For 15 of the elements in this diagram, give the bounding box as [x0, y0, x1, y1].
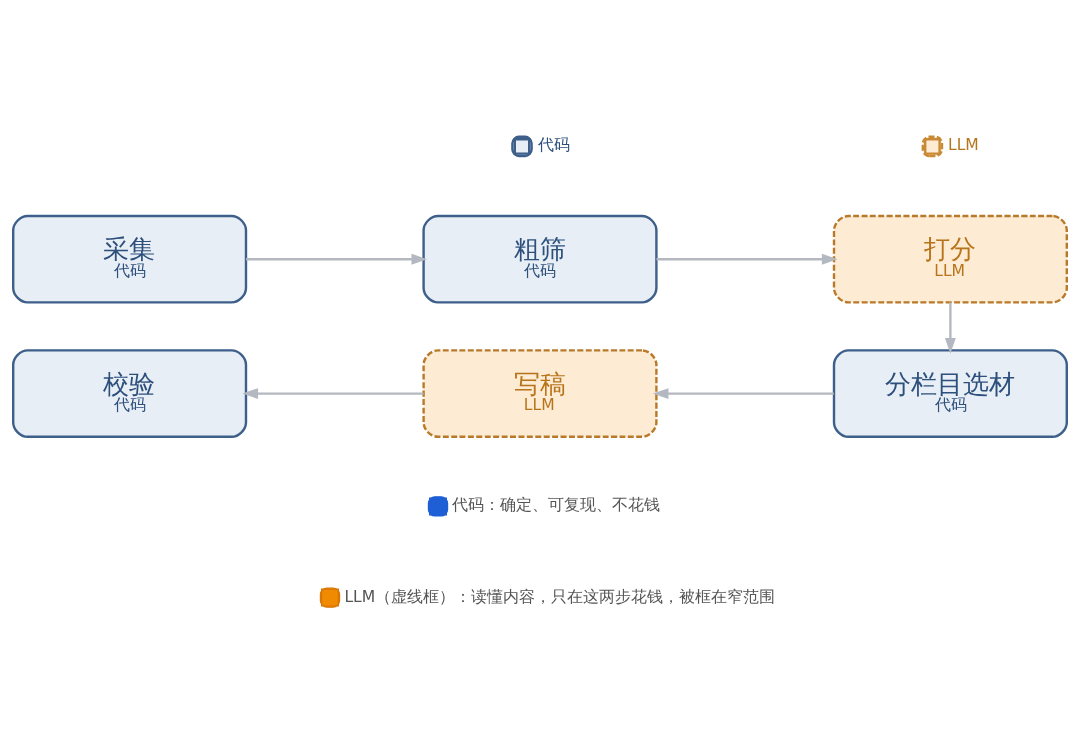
legend-label: 代码：确定、可复现、不花钱	[452, 495, 661, 514]
legend-label: LLM	[948, 135, 979, 154]
legend-label: 代码	[537, 135, 570, 154]
node-box: 分栏目选材 代码	[832, 348, 1068, 438]
node-box: 采集 代码	[12, 214, 248, 304]
arrow	[944, 302, 956, 354]
arrow	[656, 253, 838, 265]
arrow	[652, 387, 834, 399]
node-box: 粗筛 代码	[422, 214, 658, 304]
legend-label: LLM（虚线框）：读懂内容，只在这两步花钱，被框在窄范围	[344, 587, 776, 606]
arrow	[246, 253, 428, 265]
arrow	[242, 387, 424, 399]
node-box: 打分 LLM	[832, 214, 1068, 304]
node-box: 校验 代码	[12, 348, 248, 438]
node-box: 写稿 LLM	[422, 348, 658, 438]
